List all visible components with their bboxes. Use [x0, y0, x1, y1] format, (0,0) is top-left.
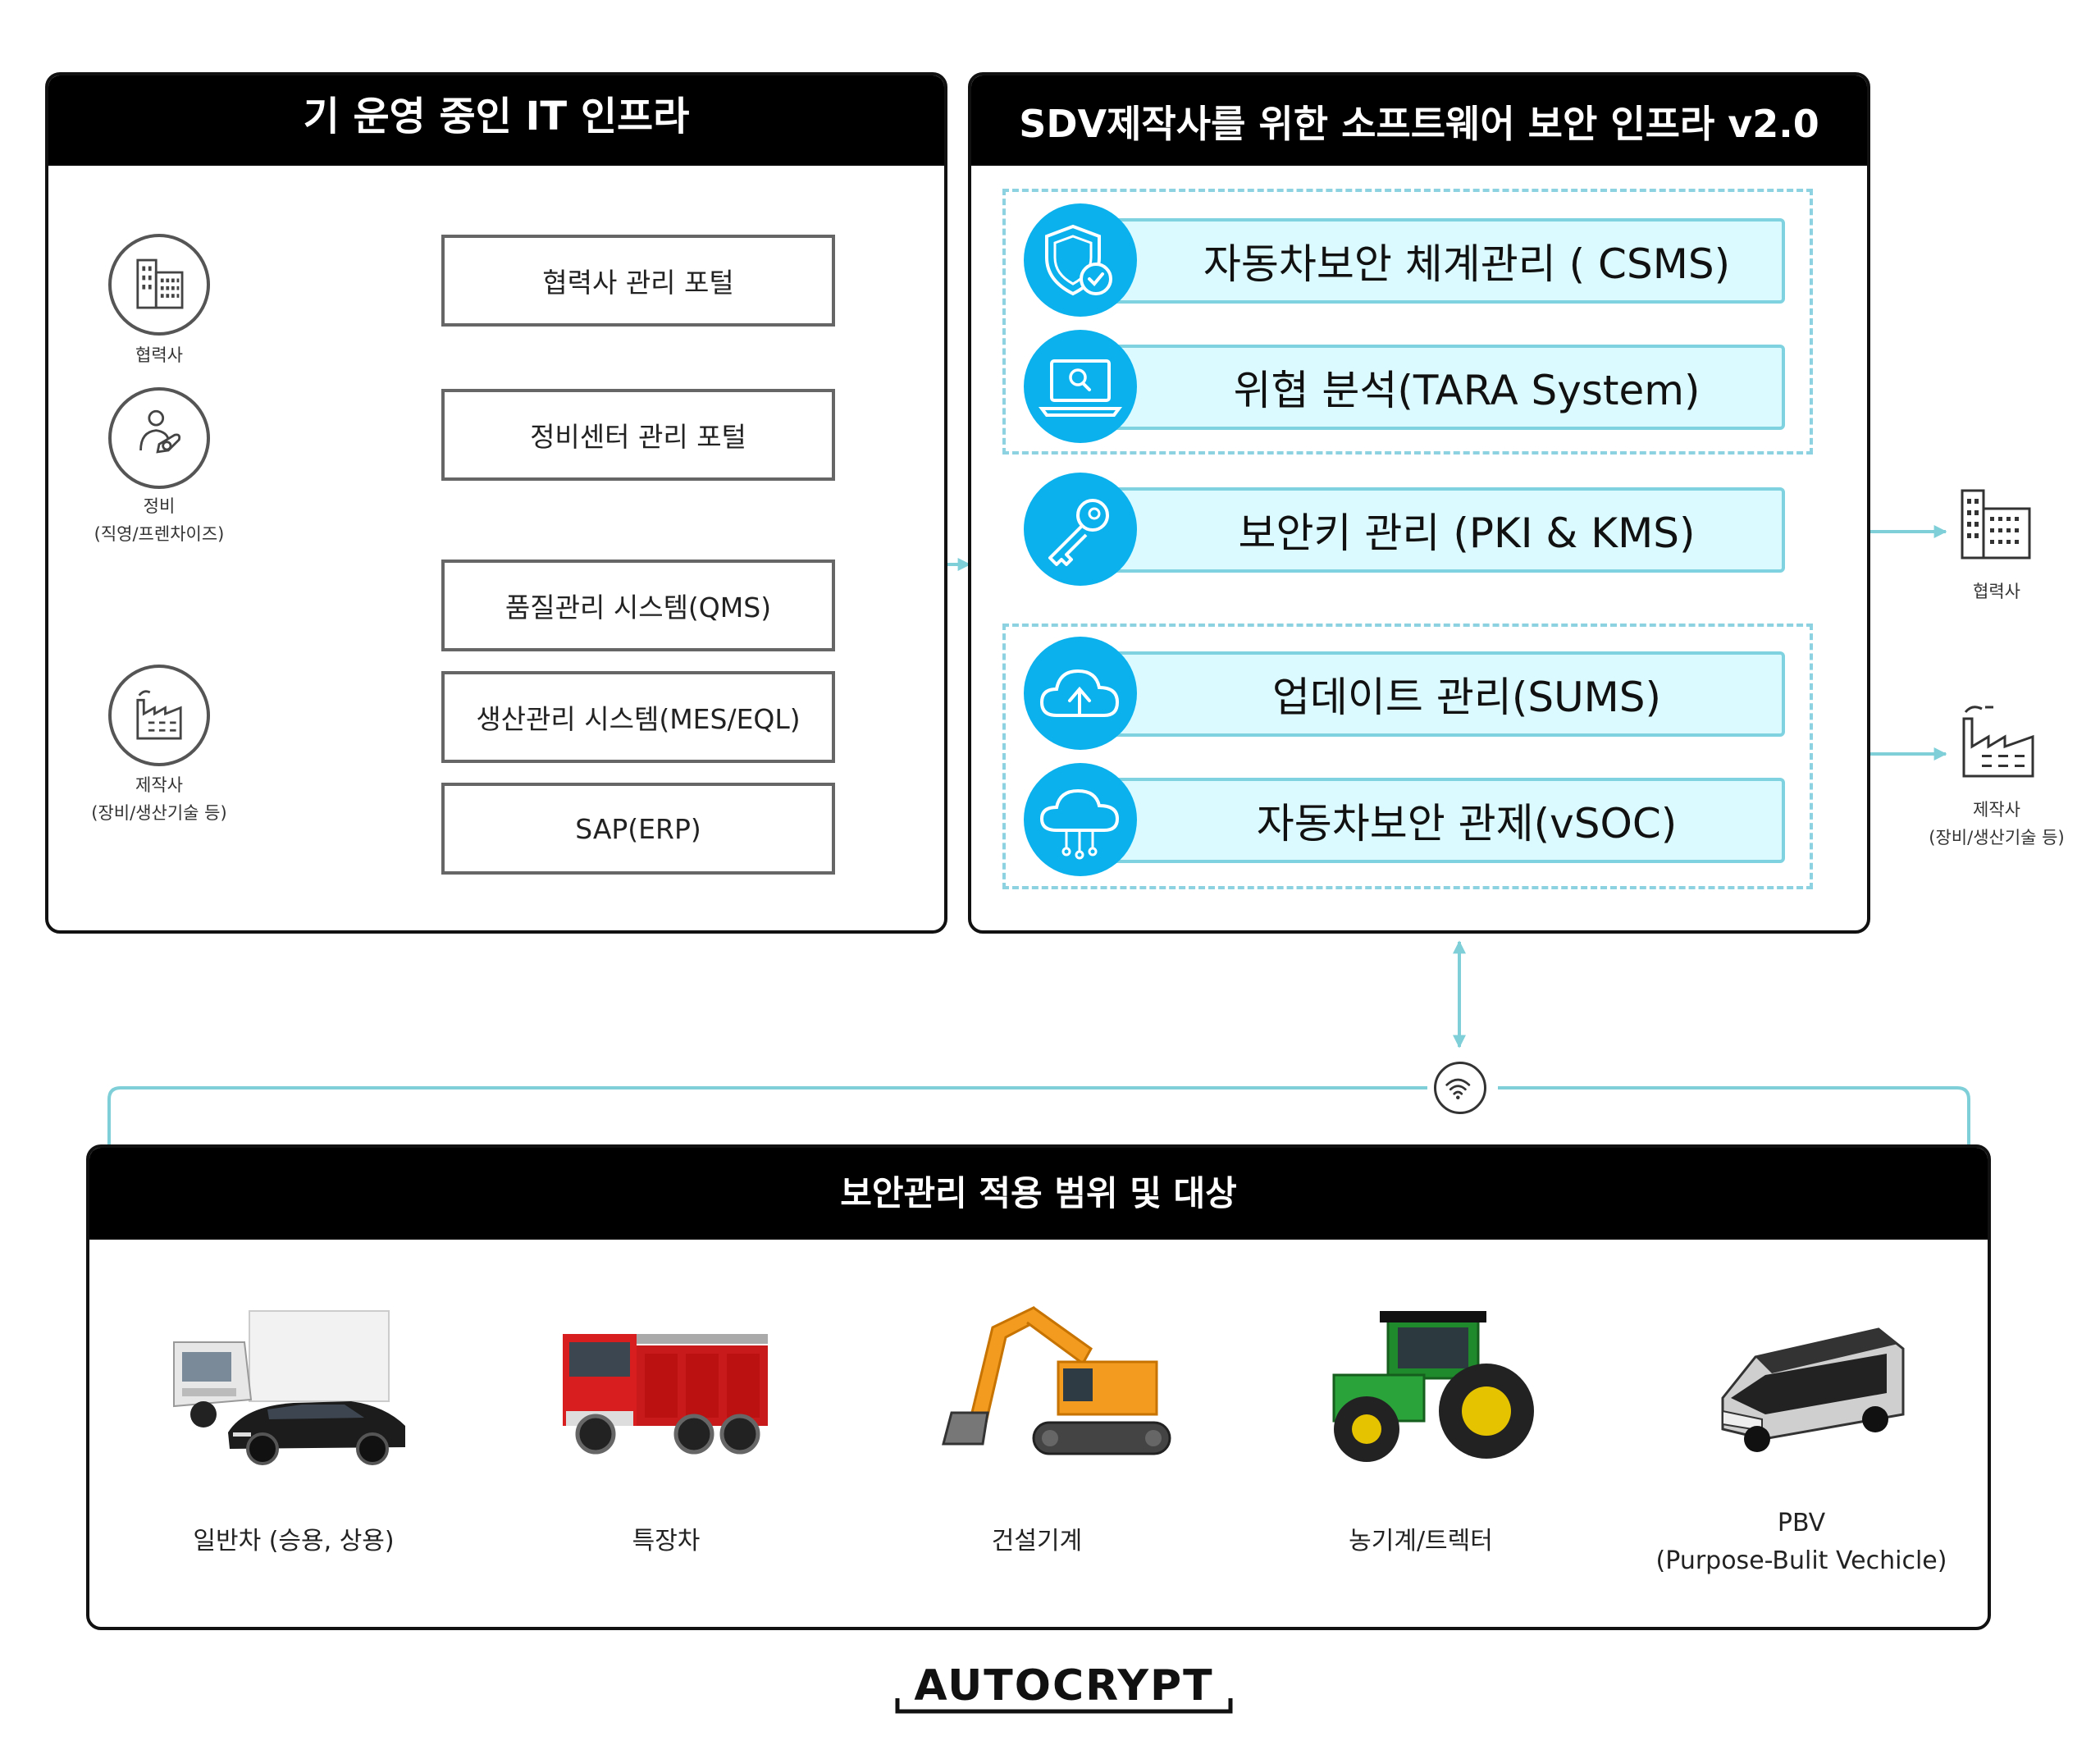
car-truck-image: [173, 1310, 405, 1465]
service-entity-label: 정비 (직영/프렌차이즈): [94, 496, 225, 544]
tara-module: 위협 분석(TARA System): [1066, 345, 1785, 430]
tractor-image: [1332, 1311, 1534, 1462]
partner-entity-label: 협력사: [135, 345, 183, 365]
left-panel-title: 기 운영 중인 IT 인프라: [48, 75, 944, 166]
network-bracket: [107, 1086, 1970, 1144]
external-maker-label: 제작사 (장비/생산기술 등): [1929, 800, 2065, 847]
cloud-network-icon: [1039, 788, 1120, 860]
laptop-search-icon: [1039, 359, 1122, 417]
vsoc-module: 자동차보안 관제(vSOC): [1066, 778, 1785, 863]
service-portal-label: 정비센터 관리 포털: [530, 421, 746, 453]
logo-text: AUTOCRYPT: [914, 1661, 1214, 1711]
cloud-upload-icon: [1039, 669, 1120, 717]
tara-icon-circle: [1024, 330, 1137, 443]
maker-entity-label: 제작사 (장비/생산기술 등): [91, 775, 227, 823]
qms-box: 품질관리 시스템(QMS): [441, 560, 835, 651]
fire-truck-image: [563, 1334, 768, 1455]
shield-check-icon: [1045, 224, 1112, 296]
vehicle-label-special: 특장차: [632, 1527, 701, 1555]
wifi-icon: [1445, 1078, 1471, 1100]
vehicle-label-construction: 건설기계: [991, 1527, 1083, 1555]
bottom-panel-title: 보안관리 적용 범위 및 대상: [89, 1148, 1988, 1240]
right-panel-title: SDV제작사를 위한 소프트웨어 보안 인프라 v2.0: [971, 75, 1867, 166]
erp-box: SAP(ERP): [441, 783, 835, 875]
service-portal-box: 정비센터 관리 포털: [441, 389, 835, 481]
csms-icon-circle: [1024, 203, 1137, 317]
vehicle-label-agri: 농기계/트렉터: [1349, 1527, 1493, 1555]
csms-module: 자동차보안 체계관리 ( CSMS): [1066, 218, 1785, 304]
mechanic-icon: [139, 409, 181, 454]
external-building-icon: [1961, 489, 2031, 560]
logo-underline: [895, 1698, 1233, 1714]
excavator-image: [942, 1306, 1171, 1455]
sums-module: 업데이트 관리(SUMS): [1066, 651, 1785, 737]
service-entity: [108, 387, 210, 489]
vehicle-label-pbv: PBV (Purpose-Bulit Vechicle): [1655, 1509, 1947, 1575]
building-icon: [136, 258, 184, 309]
vsoc-icon-circle: [1024, 763, 1137, 876]
partner-entity: [108, 234, 210, 336]
vehicle-label-general: 일반차 (승용, 상용): [193, 1527, 395, 1555]
mes-box: 생산관리 시스템(MES/EQL): [441, 671, 835, 763]
sums-label: 업데이트 관리(SUMS): [1271, 674, 1662, 721]
external-partner-label: 협력사: [1973, 582, 2020, 601]
bottom-panel: 보안관리 적용 범위 및 대상: [86, 1144, 1991, 1630]
factory-icon: [136, 690, 182, 740]
pbv-image: [1721, 1327, 1905, 1452]
pki-icon-circle: [1024, 473, 1137, 586]
group-sums-vsoc: [1002, 624, 1813, 889]
pki-label: 보안키 관리 (PKI & KMS): [1238, 509, 1696, 557]
autocrypt-logo: AUTOCRYPT: [894, 1660, 1234, 1718]
tara-label: 위협 분석(TARA System): [1233, 367, 1701, 414]
group-csms-tara: [1002, 189, 1813, 455]
external-factory-icon: [1962, 706, 2034, 778]
partner-portal-label: 협력사 관리 포털: [542, 267, 734, 299]
csms-label: 자동차보안 체계관리 ( CSMS): [1203, 240, 1731, 288]
wifi-node: [1434, 1062, 1486, 1114]
key-icon: [1048, 499, 1109, 566]
qms-label: 품질관리 시스템(QMS): [504, 592, 772, 624]
mes-label: 생산관리 시스템(MES/EQL): [476, 703, 801, 735]
sums-icon-circle: [1024, 637, 1137, 750]
pki-module: 보안키 관리 (PKI & KMS): [1066, 487, 1785, 573]
partner-portal-box: 협력사 관리 포털: [441, 235, 835, 327]
vsoc-label: 자동차보안 관제(vSOC): [1256, 800, 1678, 847]
maker-entity: [108, 665, 210, 766]
erp-label: SAP(ERP): [575, 812, 701, 845]
